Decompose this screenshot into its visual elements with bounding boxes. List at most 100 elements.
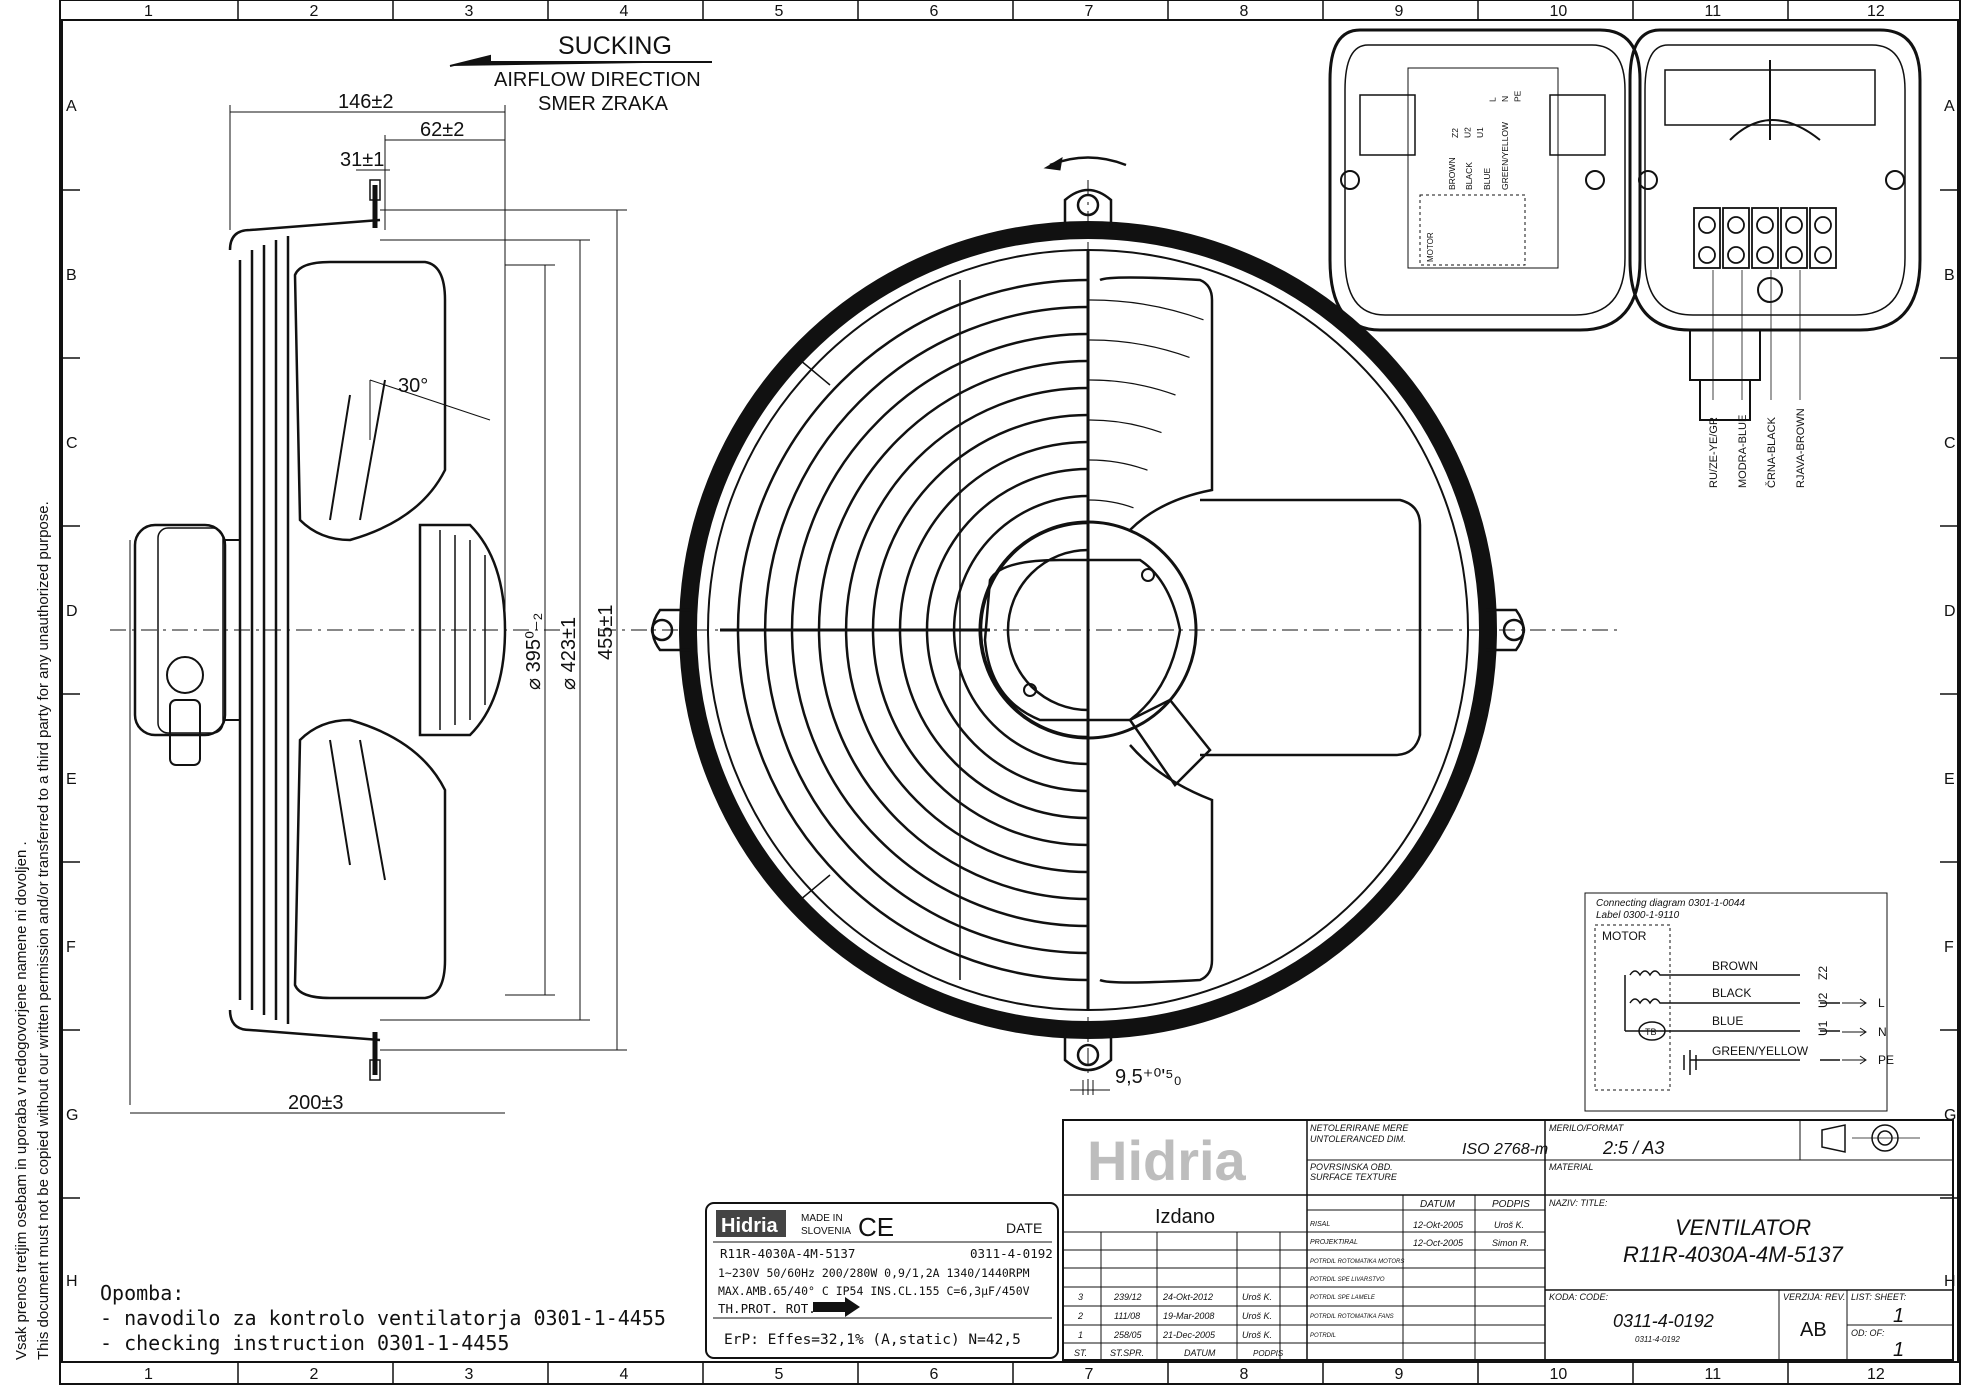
- potrdil-2: POTRDIL SPE LIVARSTVO: [1310, 1277, 1385, 1283]
- list-label: LIST: SHEET:: [1851, 1292, 1907, 1302]
- rev-head-podpis: PODPIS: [1253, 1349, 1284, 1358]
- conn-wire-0: BROWN: [1712, 959, 1758, 973]
- nameplate-ce: CE: [858, 1212, 894, 1242]
- connecting-line-2: Label 0300-1-9110: [1596, 910, 1680, 921]
- rev-datum-0: 24-Okt-2012: [1162, 1292, 1213, 1302]
- izdano-label: Izdano: [1155, 1206, 1215, 1228]
- grid-row-left-C: C: [66, 435, 78, 452]
- connecting-tb: TB: [1645, 1027, 1657, 1037]
- rotation-arrow-icon: [813, 1297, 860, 1317]
- grid-col-top-4: 4: [620, 3, 629, 20]
- nameplate-model: R11R-4030A-4M-5137: [720, 1246, 855, 1261]
- potrdil-3: POTRDIL SPE LAMELE: [1310, 1295, 1376, 1301]
- risal-sign: Uroš K.: [1494, 1220, 1524, 1230]
- outer-frame: [59, 0, 1961, 1385]
- grid-row-left-E: E: [66, 771, 77, 788]
- grid-col-bottom-12: 12: [1867, 1366, 1885, 1383]
- grid-col-bottom-4: 4: [620, 1366, 629, 1383]
- rev-st-0: 3: [1078, 1292, 1083, 1302]
- sheet-value: 1: [1893, 1305, 1904, 1327]
- dim-angle: 30°: [398, 375, 428, 397]
- note-line-2: - checking instruction 0301-1-4455: [100, 1331, 509, 1355]
- connecting-motor: MOTOR: [1602, 929, 1647, 943]
- podpis-header: PODPIS: [1492, 1199, 1530, 1210]
- grid-col-top-6: 6: [930, 3, 939, 20]
- grid-row-left-D: D: [66, 603, 78, 620]
- grid-row-right-D: D: [1944, 603, 1956, 620]
- rev-datum-1: 19-Mar-2008: [1163, 1311, 1214, 1321]
- datum-header: DATUM: [1420, 1199, 1455, 1210]
- grid-col-top-10: 10: [1550, 3, 1568, 20]
- nameplate: Hidria MADE IN SLOVENIA CE DATE R11R-403…: [705, 1202, 1059, 1359]
- grid-col-top-9: 9: [1395, 3, 1404, 20]
- grid-col-top-3: 3: [465, 3, 474, 20]
- iso-tolerance: ISO 2768-m: [1462, 1141, 1548, 1158]
- dim-hole: 9,5⁺⁰'⁵₀: [1115, 1066, 1182, 1088]
- grid-row-right-H: H: [1944, 1273, 1956, 1290]
- copyright-line-1: Vsak prenos tretjim osebam in uporaba v …: [13, 841, 30, 1360]
- grid-row-left-F: F: [66, 939, 76, 956]
- grid-col-bottom-1: 1: [144, 1366, 153, 1383]
- rev-podpis-0: Uroš K.: [1242, 1292, 1272, 1302]
- grid-col-top-5: 5: [775, 3, 784, 20]
- netol-1: NETOLERIRANE MERE: [1310, 1123, 1409, 1133]
- grid-marks: [60, 0, 1960, 1384]
- airflow-arrow: [449, 54, 712, 67]
- wiring-label-2: ČRNA-BLACK: [1765, 416, 1778, 488]
- grid-col-bottom-5: 5: [775, 1366, 784, 1383]
- rev-spr-0: 239/12: [1113, 1292, 1142, 1302]
- verzija-label: VERZIJA: REV.: [1783, 1292, 1845, 1302]
- rev-spr-1: 111/08: [1114, 1311, 1140, 1321]
- wiring-label-3: RJAVA-BROWN: [1795, 408, 1807, 488]
- grid-row-right-F: F: [1944, 939, 1954, 956]
- risal-label: RISAL: [1310, 1221, 1330, 1228]
- grid-row-left-A: A: [66, 98, 77, 115]
- nameplate-thprot: TH.PROT. ROT.: [718, 1301, 816, 1316]
- of-value: 1: [1893, 1339, 1904, 1361]
- grid-col-bottom-9: 9: [1395, 1366, 1404, 1383]
- dim-dia-395: ⌀ 395⁰₋₂: [523, 613, 545, 690]
- box-wire-2: BLUE: [1482, 167, 1492, 190]
- grid-row-right-B: B: [1944, 267, 1955, 284]
- nameplate-slovenia: SLOVENIA: [801, 1226, 851, 1237]
- conn-out-PE: PE: [1878, 1053, 1894, 1067]
- connecting-diagram: Connecting diagram 0301-1-0044 Label 030…: [1584, 892, 1894, 1112]
- revision-value: AB: [1800, 1319, 1827, 1341]
- merilo-label: MERILO/FORMAT: [1549, 1123, 1625, 1133]
- grid-col-top-8: 8: [1240, 3, 1249, 20]
- grid-col-bottom-8: 8: [1240, 1366, 1249, 1383]
- rev-head-st: ST.: [1074, 1348, 1087, 1358]
- nameplate-brand: Hidria: [721, 1215, 779, 1237]
- conn-wire-3: GREEN/YELLOW: [1712, 1044, 1809, 1058]
- od-label: OD: OF:: [1851, 1328, 1885, 1338]
- nameplate-spec-1: 1~230V 50/60Hz 200/280W 0,9/1,2A 1340/14…: [718, 1266, 1030, 1280]
- note-title: Opomba:: [100, 1281, 184, 1305]
- grid-col-top-12: 12: [1867, 3, 1885, 20]
- proj-label: PROJEKTIRAL: [1310, 1239, 1358, 1246]
- drawing-code-small: 0311-4-0192: [1635, 1335, 1680, 1344]
- conn-terminal-U1: U1: [1816, 1020, 1830, 1036]
- rev-spr-2: 258/05: [1113, 1330, 1143, 1340]
- box-terminal-U1: U1: [1475, 127, 1485, 138]
- title-block-logo: Hidria: [1087, 1129, 1247, 1192]
- grid-col-bottom-3: 3: [465, 1366, 474, 1383]
- copyright-line-2: This document must not be copied without…: [35, 501, 52, 1360]
- box-terminal-Z2: Z2: [1450, 128, 1460, 138]
- grid-row-right-G: G: [1944, 1107, 1956, 1124]
- terminal-box-views: [1328, 28, 1922, 421]
- drawing-title-1: VENTILATOR: [1675, 1215, 1811, 1240]
- box-motor-label: MOTOR: [1426, 232, 1435, 262]
- nameplate-spec-2: MAX.AMB.65/40° C IP54 INS.CL.155 C=6,3μF…: [718, 1284, 1030, 1298]
- povrs-2: SURFACE TEXTURE: [1310, 1172, 1398, 1182]
- grid-col-bottom-10: 10: [1550, 1366, 1568, 1383]
- grid-row-left-B: B: [66, 267, 77, 284]
- drawing-title-2: R11R-4030A-4M-5137: [1623, 1242, 1843, 1267]
- box-terminal-U2: U2: [1463, 127, 1473, 138]
- airflow-line-2: SMER ZRAKA: [538, 93, 669, 115]
- inner-frame: [61, 19, 1959, 1363]
